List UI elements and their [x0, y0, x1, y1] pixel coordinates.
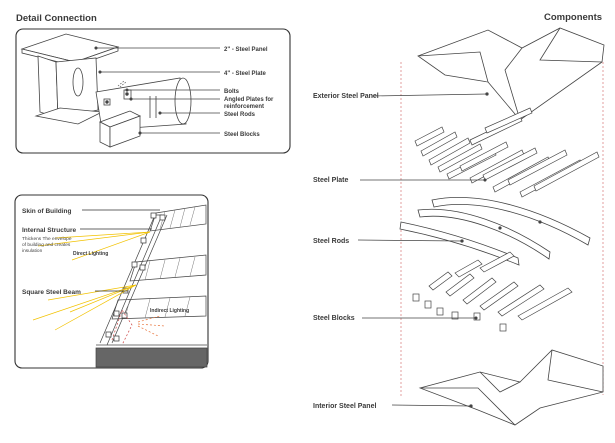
exterior-steel-panel [417, 27, 605, 121]
label-bolts: Bolts [224, 89, 240, 95]
detail-leaders [94, 46, 220, 135]
section-leaders [80, 209, 160, 292]
note-line-1: Thickens The envelope [22, 236, 72, 242]
interior-steel-panel [418, 349, 604, 426]
label-square-beam: Square Steel Beam [22, 289, 81, 296]
note-line-3: insulation [22, 248, 43, 254]
label-component-steel-rods: Steel Rods [313, 238, 349, 245]
label-internal-structure: Internal Structure [22, 227, 77, 234]
label-component-steel-blocks: Steel Blocks [313, 315, 355, 322]
indirect-light-rays [137, 315, 166, 337]
steel-rods [399, 197, 591, 266]
label-direct-lighting: Direct Lighting [73, 251, 108, 257]
label-angled-plates-1: Angled Plates for [224, 97, 274, 103]
label-interior-panel: Interior Steel Panel [313, 403, 376, 410]
detail-drawing [20, 33, 192, 148]
label-steel-rods: Steel Rods [224, 112, 256, 118]
label-component-steel-plate: Steel Plate [313, 177, 349, 184]
label-exterior-panel: Exterior Steel Panel [313, 93, 379, 100]
label-skin: Skin of Building [22, 208, 71, 215]
label-steel-plate: 4" - Steel Plate [224, 71, 267, 77]
label-indirect-lighting: Indirect Lighting [150, 308, 189, 314]
note-line-2: of building and creates [22, 242, 71, 248]
label-angled-plates-2: reinforcement [224, 104, 264, 110]
steel-plates [414, 107, 600, 198]
section-frame [14, 194, 209, 369]
section-drawing [95, 204, 208, 368]
label-steel-panel: 2" - Steel Panel [224, 47, 268, 53]
detail-frame [15, 28, 291, 154]
exploded-guides [400, 62, 604, 398]
detail-title: Detail Connection [16, 13, 97, 24]
label-steel-blocks: Steel Blocks [224, 132, 260, 138]
components-title: Components [544, 12, 602, 23]
component-leaders [357, 92, 489, 408]
steel-blocks [412, 251, 573, 332]
